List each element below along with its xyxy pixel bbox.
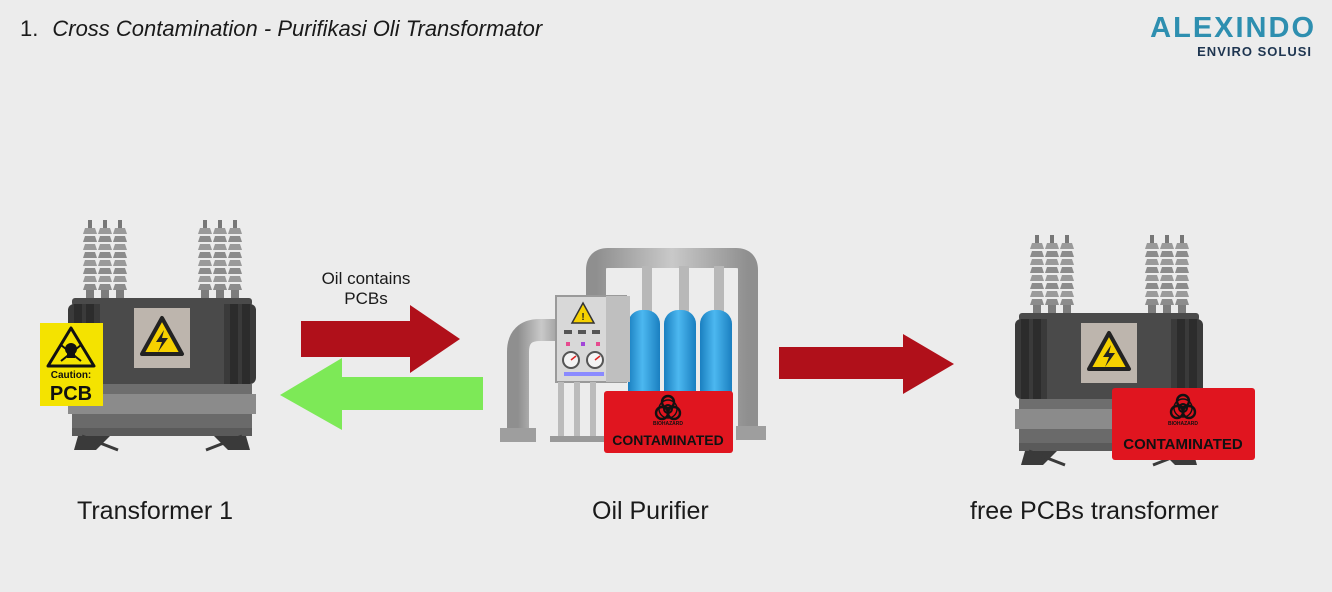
slide-title-number: 1. bbox=[20, 16, 39, 41]
contaminated-text: CONTAMINATED bbox=[1123, 436, 1243, 453]
contaminated-text: CONTAMINATED bbox=[612, 432, 723, 448]
biohazard-caption: BIOHAZARD bbox=[653, 421, 683, 427]
contaminated-label-transformer: BIOHAZARD CONTAMINATED bbox=[1112, 388, 1255, 460]
arrow-oil-back-to-transformer bbox=[280, 358, 483, 430]
logo-brand: ALEXINDO bbox=[1150, 12, 1316, 44]
logo-subtitle: ENVIRO SOLUSI bbox=[1197, 44, 1312, 59]
pcb-label: PCB bbox=[50, 383, 92, 405]
arrow-label-line2: PCBs bbox=[344, 289, 388, 308]
arrow-label: Oil contains PCBs bbox=[296, 269, 436, 309]
caution-pcb-badge: Caution: PCB bbox=[40, 323, 103, 406]
caption-transformer-1: Transformer 1 bbox=[77, 497, 234, 525]
biohazard-caption: BIOHAZARD bbox=[1168, 421, 1198, 427]
contaminated-label-purifier: BIOHAZARD CONTAMINATED bbox=[604, 391, 733, 453]
caution-label: Caution: bbox=[51, 370, 92, 381]
slide-title: 1. Cross Contamination - Purifikasi Oli T… bbox=[20, 16, 542, 42]
slide-title-text: Cross Contamination - Purifikasi Oli Tra… bbox=[52, 16, 543, 41]
gauge-icon bbox=[562, 351, 604, 369]
arrow-oil-to-purifier bbox=[301, 305, 460, 373]
arrow-purifier-to-free-transformer bbox=[779, 334, 954, 394]
caption-oil-purifier: Oil Purifier bbox=[592, 497, 709, 525]
skull-icon bbox=[60, 343, 82, 362]
arrow-label-line1: Oil contains bbox=[321, 269, 411, 288]
company-logo: ALEXINDO ENVIRO SOLUSI bbox=[1148, 12, 1316, 62]
caption-free-pcbs-transformer: free PCBs transformer bbox=[970, 497, 1219, 525]
svg-text:!: ! bbox=[581, 312, 584, 323]
